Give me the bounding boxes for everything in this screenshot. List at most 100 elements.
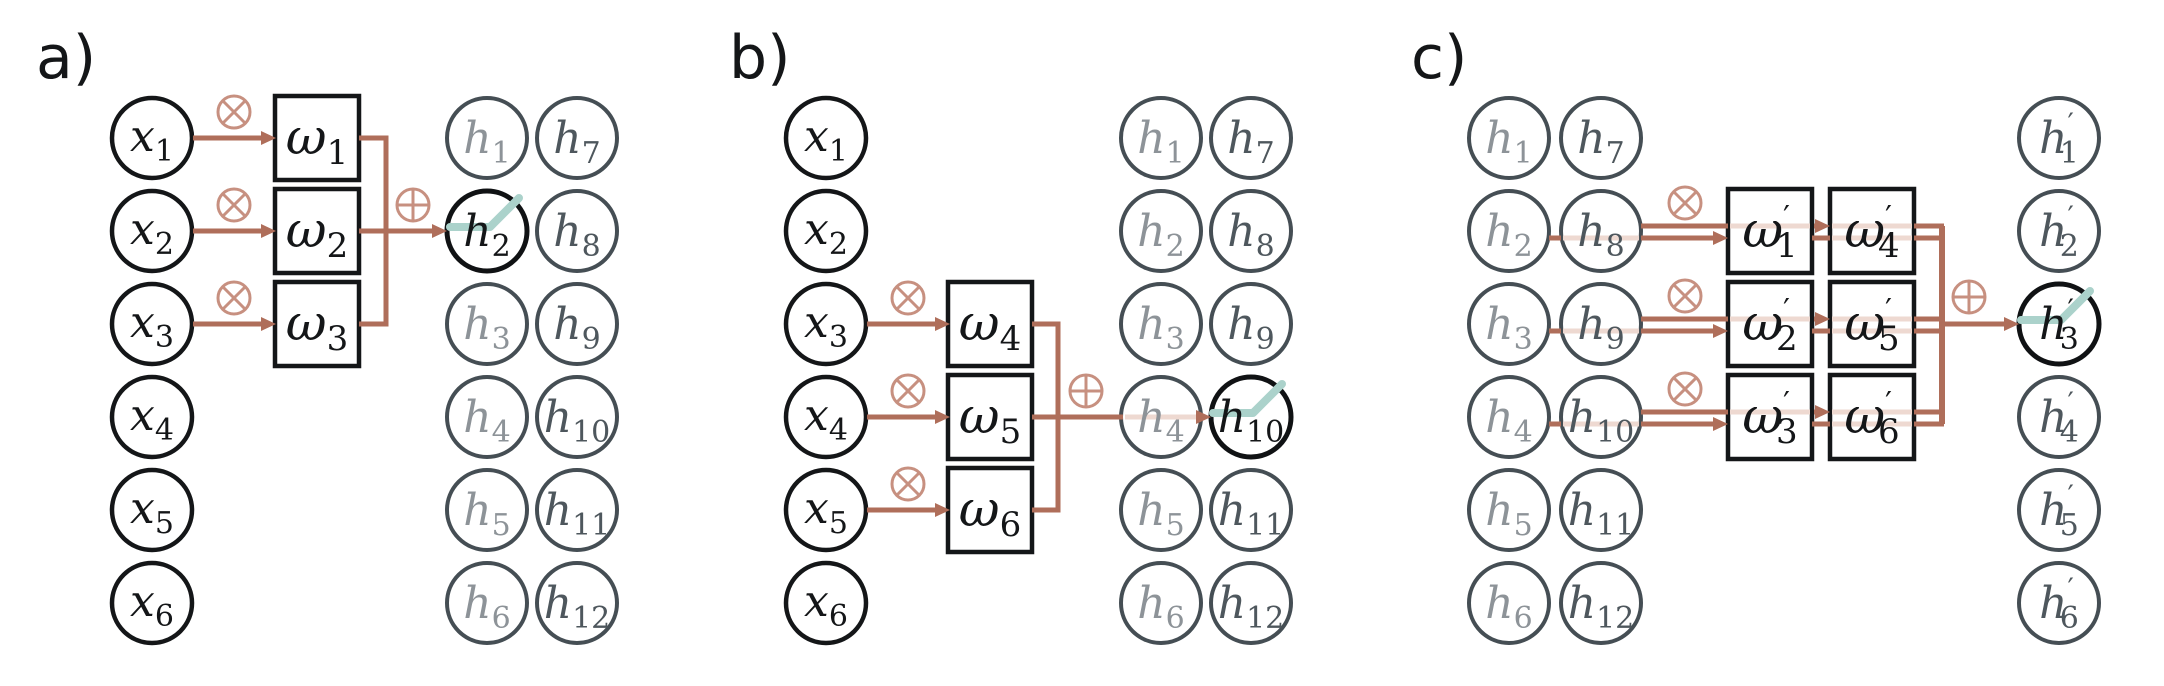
node-circle [1209, 468, 1293, 552]
label-h10: h10 [544, 392, 611, 450]
label-x6: x6 [804, 576, 848, 634]
label-wp3: ω′3 [1742, 386, 1797, 452]
label-h1: h1 [463, 113, 510, 171]
b-node-x3 [783, 281, 869, 367]
edge-arrow [1641, 417, 1728, 431]
edge-arrow [1814, 219, 1830, 233]
b-node-x4 [783, 374, 869, 460]
node-circle [1559, 96, 1643, 180]
label-h2: h2 [1485, 206, 1532, 264]
label-w5: ω5 [959, 387, 1021, 452]
edge-arrow [1942, 317, 2019, 331]
label-h2: h2 [463, 206, 510, 264]
a-node-h7 [535, 96, 619, 180]
label-h12: h12 [1568, 578, 1635, 636]
multiply-icon [216, 187, 252, 223]
weight-box [1827, 372, 1917, 462]
edge-arrow [1814, 405, 1830, 419]
panel-b-label: b) [729, 23, 791, 93]
node-circle [1467, 561, 1551, 645]
b-node-x5 [783, 467, 869, 553]
label-x6: x6 [130, 576, 174, 634]
edge-arrow [1814, 312, 1830, 326]
label-wp5: ω′5 [1844, 293, 1899, 359]
c-weight-wp4 [1827, 186, 1917, 276]
c-node-h7 [1559, 96, 1643, 180]
node-circle [535, 375, 619, 459]
label-h2: h2 [1137, 206, 1184, 264]
b-node-h7 [1209, 96, 1293, 180]
label-h8: h8 [553, 206, 600, 264]
a-node-h6 [445, 561, 529, 645]
node-circle [1119, 189, 1203, 273]
arrowhead-icon [2004, 317, 2019, 331]
a-node-h9 [535, 282, 619, 366]
multiply-icon [216, 94, 252, 130]
b-node-h3 [1119, 282, 1203, 366]
node-circle [535, 189, 619, 273]
node-circle [1559, 189, 1643, 273]
arrowhead-icon [935, 410, 950, 424]
node-circle [1559, 375, 1643, 459]
node-circle [109, 560, 195, 646]
edge-arrow [867, 317, 950, 331]
node-circle [1467, 468, 1551, 552]
b-node-h11 [1209, 468, 1293, 552]
edge-arrow [359, 224, 447, 238]
b-node-h6 [1119, 561, 1203, 645]
node-circle [1119, 468, 1203, 552]
label-h11: h11 [1218, 485, 1285, 543]
node-circle [535, 561, 619, 645]
a-node-x4 [109, 374, 195, 460]
a-node-x2 [109, 188, 195, 274]
sum-icon [395, 187, 431, 223]
label-h10: h10 [1568, 392, 1635, 450]
node-circle [445, 468, 529, 552]
c-node-h11 [1559, 468, 1643, 552]
a-node-h4 [445, 375, 529, 459]
node-circle [535, 468, 619, 552]
node-circle [1559, 561, 1643, 645]
b-node-h12 [1209, 561, 1293, 645]
panel-c-label: c) [1411, 23, 1468, 93]
node-circle [1467, 96, 1551, 180]
node-circle [445, 561, 529, 645]
node-circle [1467, 375, 1551, 459]
node-circle [1119, 561, 1203, 645]
label-h6: h6 [463, 578, 510, 636]
label-h5: h5 [463, 485, 510, 543]
c-node-hp6 [2017, 561, 2101, 645]
node-circle [1209, 189, 1293, 273]
node-circle [783, 95, 869, 181]
c-node-h10 [1559, 375, 1643, 459]
a-node-h5 [445, 468, 529, 552]
node-circle [1559, 282, 1643, 366]
b-node-h8 [1209, 189, 1293, 273]
node-circle [783, 281, 869, 367]
edge-arrow [867, 503, 950, 517]
edge-arrow [193, 317, 276, 331]
label-h10: h10 [1218, 392, 1285, 450]
label-w1: ω1 [286, 108, 348, 173]
node-circle [2017, 96, 2101, 180]
node-circle [109, 467, 195, 553]
label-hp1: h′1 [2039, 107, 2079, 171]
a-node-h8 [535, 189, 619, 273]
node-circle [2017, 189, 2101, 273]
label-x5: x5 [130, 483, 174, 541]
weight-box [1827, 186, 1917, 276]
relu-mark-icon [2017, 287, 2094, 324]
c-node-h2 [1467, 189, 1551, 273]
c-weight-wp2 [1725, 279, 1815, 369]
label-h6: h6 [1485, 578, 1532, 636]
arrowhead-icon [1713, 231, 1728, 245]
panel-b: x1x2x3x4x5x6h1h2h3h4h5h6h7h8h9h10h11h12ω… [783, 95, 1294, 646]
b-node-h9 [1209, 282, 1293, 366]
label-wp1: ω′1 [1742, 200, 1797, 266]
label-h4: h4 [1485, 392, 1532, 450]
b-node-h5 [1119, 468, 1203, 552]
label-hp3: h′3 [2039, 293, 2079, 357]
multiply-icon [890, 280, 926, 316]
